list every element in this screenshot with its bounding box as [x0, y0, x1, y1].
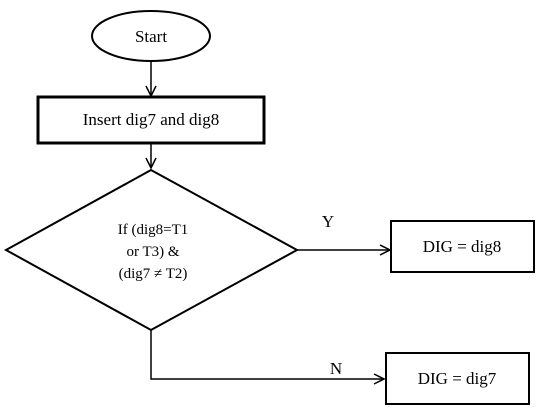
- result-no-label: DIG = dig7: [418, 369, 497, 388]
- result-yes-label: DIG = dig8: [423, 237, 502, 256]
- insert-box: [36, 95, 266, 145]
- arrow-no-branch: [150, 330, 384, 379]
- start-node: Start: [91, 10, 211, 62]
- decision-line-2: or T3) &: [126, 244, 179, 260]
- decision-line-3: (dig7 ≠ T2): [119, 266, 188, 282]
- insert-node: Insert dig7 and dig8: [36, 95, 266, 145]
- decision-node: If (dig8=T1 or T3) & (dig7 ≠ T2): [3, 168, 300, 332]
- yes-branch-label: Y: [322, 212, 334, 231]
- result-no-node: DIG = dig7: [385, 352, 530, 405]
- decision-line-1: If (dig8=T1: [118, 222, 189, 238]
- no-branch-label: N: [330, 359, 342, 378]
- result-yes-node: DIG = dig8: [390, 220, 535, 273]
- result-yes-box: [390, 220, 535, 273]
- start-label: Start: [135, 27, 167, 46]
- insert-label: Insert dig7 and dig8: [83, 110, 219, 129]
- result-no-box: [385, 352, 530, 405]
